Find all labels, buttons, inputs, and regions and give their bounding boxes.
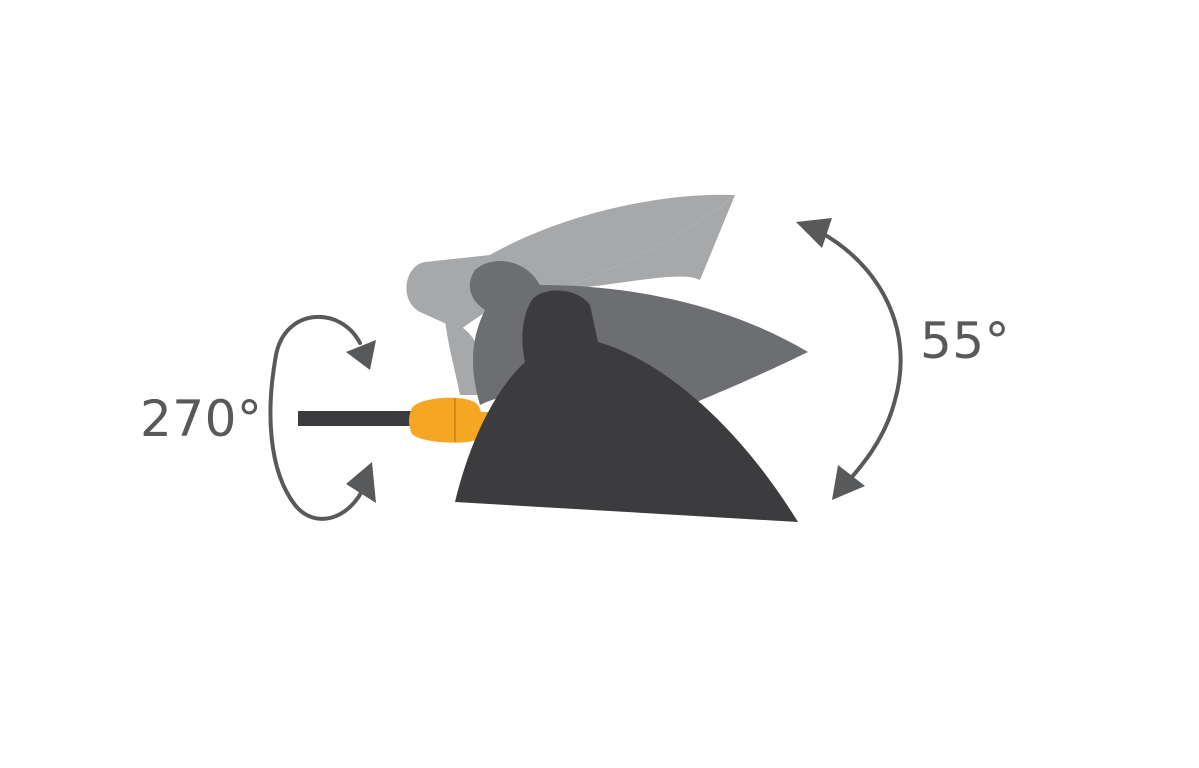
lamp-shade-front [455, 290, 798, 522]
tilt-angle-label: 55° [920, 312, 1011, 370]
rotation-angle-label: 270° [140, 390, 263, 448]
lamp-arm [298, 411, 418, 426]
tilt-arrow-icon [796, 218, 903, 500]
rotation-arrow-icon [268, 314, 376, 521]
